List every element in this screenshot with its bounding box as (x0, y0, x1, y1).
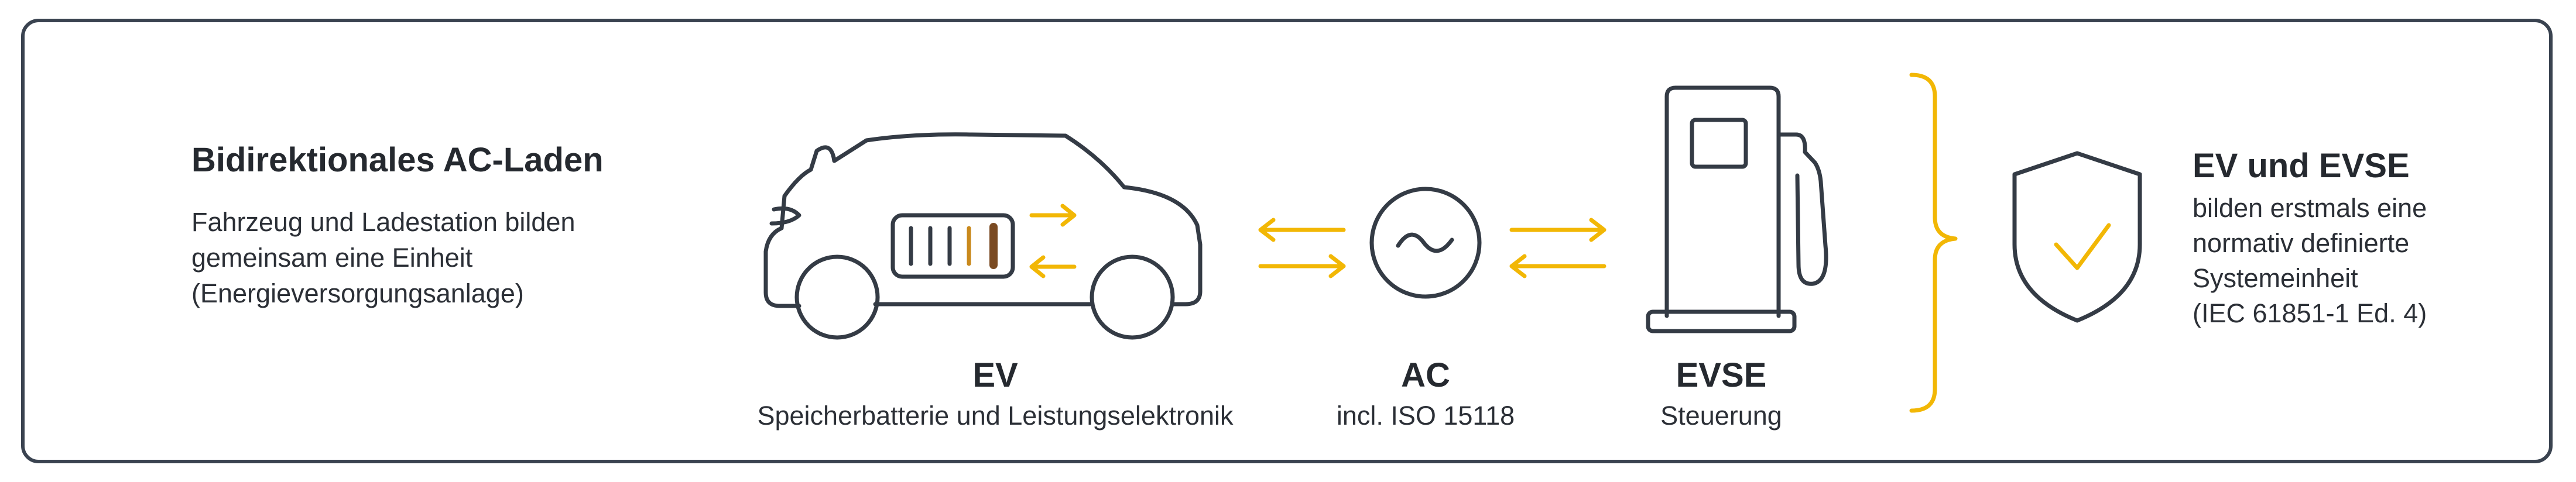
charging-station-icon (1646, 85, 1828, 333)
grouping-brace (1909, 73, 1958, 413)
result-line: Systemeinheit (2193, 263, 2358, 293)
ac-sublabel: incl. ISO 15118 (1336, 401, 1515, 431)
ev-sublabel: Speicherbatterie und Leistungselektronik (757, 401, 1234, 431)
diagram-frame (21, 19, 2553, 463)
bidirectional-arrows-ac-evse (1509, 218, 1606, 278)
intro-title: Bidirektionales AC-Laden (191, 141, 604, 179)
intro-line: gemeinsam eine Einheit (191, 243, 473, 273)
ac-sine-icon (1369, 187, 1482, 299)
electric-car-icon (763, 132, 1203, 340)
result-line: (IEC 61851-1 Ed. 4) (2193, 298, 2427, 328)
bidirectional-arrows-ev-ac (1258, 218, 1346, 278)
evse-sublabel: Steuerung (1660, 401, 1782, 431)
result-title: EV und EVSE (2193, 147, 2410, 185)
battery-cells (909, 223, 998, 269)
ac-label: AC (1401, 356, 1450, 394)
result-line: normativ definierte (2193, 228, 2410, 258)
shield-check-icon (2012, 151, 2142, 323)
evse-label: EVSE (1676, 356, 1767, 394)
ev-label: EV (972, 356, 1018, 394)
intro-line: (Energieversorgungsanlage) (191, 278, 524, 308)
result-line: bilden erstmals eine (2193, 193, 2427, 223)
energy-flow-arrows-car (1029, 204, 1077, 278)
intro-line: Fahrzeug und Ladestation bilden (191, 207, 576, 237)
